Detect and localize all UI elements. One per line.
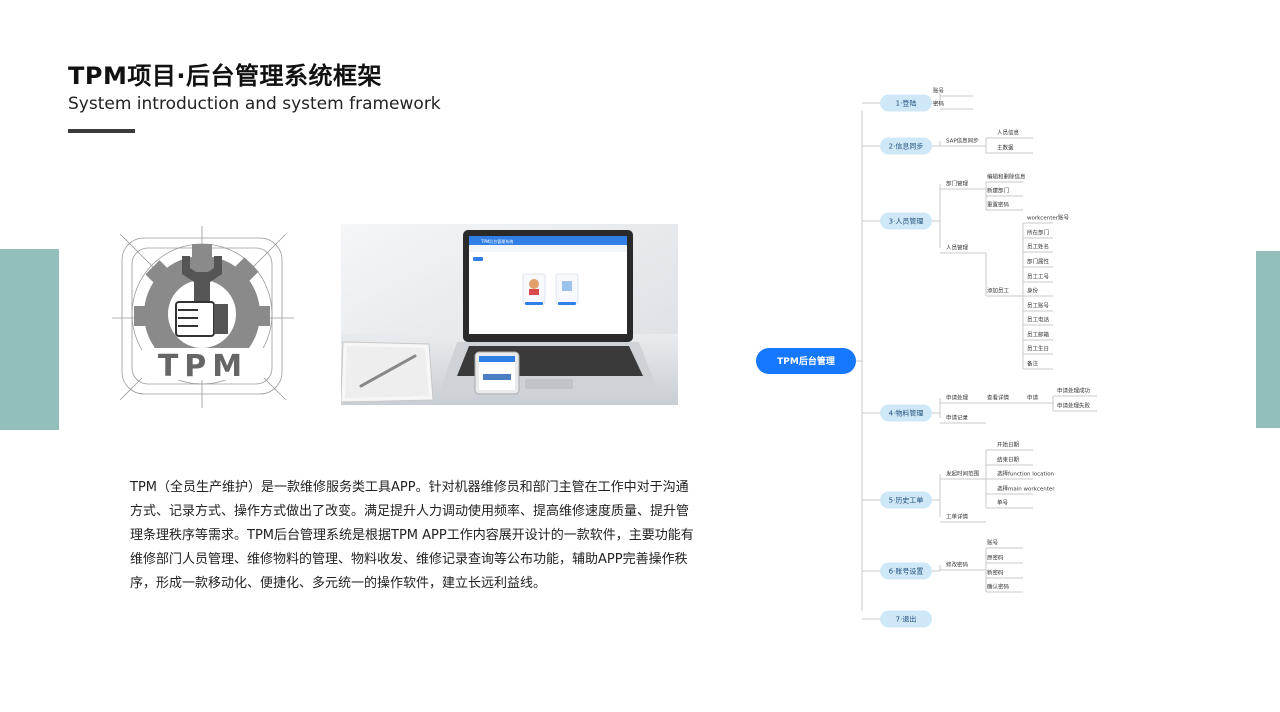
mindmap-leaf-label: 编辑和删除信息 bbox=[987, 173, 1026, 181]
left-accent-band bbox=[0, 249, 59, 430]
mindmap-leaf-label: 所在部门 bbox=[1027, 229, 1049, 237]
mindmap-branch-node bbox=[880, 404, 932, 422]
mindmap-leaf-label: 部门管理 bbox=[946, 180, 969, 188]
mindmap-leaf-label: 员工电话 bbox=[1027, 316, 1050, 324]
mindmap-leaf-label: 账号 bbox=[933, 87, 945, 95]
laptop-app-title: TPM后台管理系统 bbox=[480, 238, 513, 244]
mindmap-leaf-label: 申请 bbox=[1027, 394, 1039, 402]
mindmap-leaf-label: SAP信息同步 bbox=[946, 137, 979, 145]
mindmap-branch-label: 3·人员管理 bbox=[889, 217, 924, 226]
mindmap-root-label: TPM后台管理 bbox=[777, 355, 835, 367]
laptop-photo: TPM后台管理系统 bbox=[340, 224, 678, 405]
mindmap-connectors bbox=[856, 91, 1097, 620]
mindmap-leaf-label: 人员信息 bbox=[997, 129, 1020, 137]
page-title: TPM项目·后台管理系统框架 bbox=[68, 62, 382, 90]
mindmap-leaf-label: 工单详情 bbox=[946, 513, 969, 521]
mindmap-branch-node bbox=[880, 610, 932, 628]
intro-paragraph: TPM（全员生产维护）是一款维修服务类工具APP。针对机器维修员和部门主管在工作… bbox=[130, 480, 694, 591]
mindmap-leaf-label: 重置密码 bbox=[987, 201, 1010, 209]
mindmap-leaf-label: 修改密码 bbox=[946, 561, 969, 569]
mindmap-branch-label: 7·退出 bbox=[896, 615, 917, 624]
mindmap-branch-node bbox=[880, 137, 932, 155]
mindmap-leaf-label: workcenter账号 bbox=[1027, 214, 1070, 222]
mindmap-branch-label: 1·登陆 bbox=[896, 99, 917, 108]
mindmap-leaf-label: 发起时间范围 bbox=[946, 470, 980, 478]
mindmap-leaf-label: 主数据 bbox=[997, 144, 1014, 152]
mindmap-branch-node bbox=[880, 212, 932, 230]
mindmap-leaf-label: 部门属性 bbox=[1027, 258, 1050, 266]
mindmap-leaf-label: 密码 bbox=[933, 100, 945, 108]
mindmap-leaf-label: 原密码 bbox=[987, 554, 1004, 562]
mindmap-leaf-label: 员工生日 bbox=[1027, 345, 1049, 353]
mindmap-leaf-label: 申请处理成功 bbox=[1057, 387, 1091, 395]
mindmap-leaf-label: 开始日期 bbox=[997, 441, 1020, 449]
mindmap-branch-label: 4·物料管理 bbox=[889, 409, 924, 418]
mindmap-branch-label: 6·账号设置 bbox=[889, 567, 924, 576]
mindmap-leaf-label: 账号 bbox=[987, 539, 999, 547]
mindmap-leaf-label: 人员管理 bbox=[946, 244, 969, 252]
mindmap-branch-node bbox=[880, 562, 932, 580]
mindmap-leaf-label: 员工账号 bbox=[1027, 302, 1050, 310]
mindmap-root-node bbox=[756, 348, 856, 374]
mindmap-leaf-label: 结束日期 bbox=[997, 456, 1020, 464]
mindmap-leaf-label: 单号 bbox=[997, 499, 1009, 507]
mindmap-leaf-label: 确认密码 bbox=[987, 583, 1010, 591]
tpm-mindmap: TPM后台管理1·登陆账号密码2·信息同步SAP信息同步人员信息主数据3·人员管… bbox=[756, 87, 1097, 628]
mindmap-leaf-label: 员工工号 bbox=[1027, 274, 1050, 281]
mindmap-branch-label: 5·历史工单 bbox=[889, 496, 924, 505]
gear-wrench-logo-icon: TPM bbox=[112, 226, 294, 408]
mindmap-leaf-label: 新密码 bbox=[987, 569, 1004, 577]
tpm-logo: TPM bbox=[112, 226, 294, 408]
mindmap-leaf-label: 员工邮箱 bbox=[1027, 331, 1050, 339]
mindmap-leaf-label: 选择main workcenter bbox=[997, 485, 1055, 493]
mindmap-leaf-label: 查看详情 bbox=[987, 394, 1010, 402]
mindmap-branch-label: 2·信息同步 bbox=[889, 142, 924, 151]
mindmap-branch-node bbox=[880, 491, 932, 509]
mindmap-leaf-label: 新建部门 bbox=[987, 187, 1009, 195]
page-subtitle: System introduction and system framework bbox=[68, 94, 441, 114]
logo-letters: TPM bbox=[158, 349, 248, 384]
mindmap-branch-node bbox=[880, 94, 932, 112]
right-accent-band bbox=[1256, 251, 1280, 428]
mindmap-leaf-label: 选择function location bbox=[997, 470, 1055, 478]
title-underline bbox=[68, 129, 135, 133]
mindmap-leaf-label: 员工姓名 bbox=[1027, 243, 1049, 251]
mindmap-leaf-label: 添加员工 bbox=[987, 287, 1010, 295]
mindmap-leaf-label: 身份 bbox=[1027, 287, 1039, 295]
mindmap-leaf-label: 申请处理失败 bbox=[1057, 402, 1091, 410]
mindmap-leaf-label: 备注 bbox=[1027, 360, 1039, 368]
mindmap-leaf-label: 申请记录 bbox=[946, 414, 969, 422]
mindmap-leaf-label: 申请处理 bbox=[946, 394, 969, 402]
